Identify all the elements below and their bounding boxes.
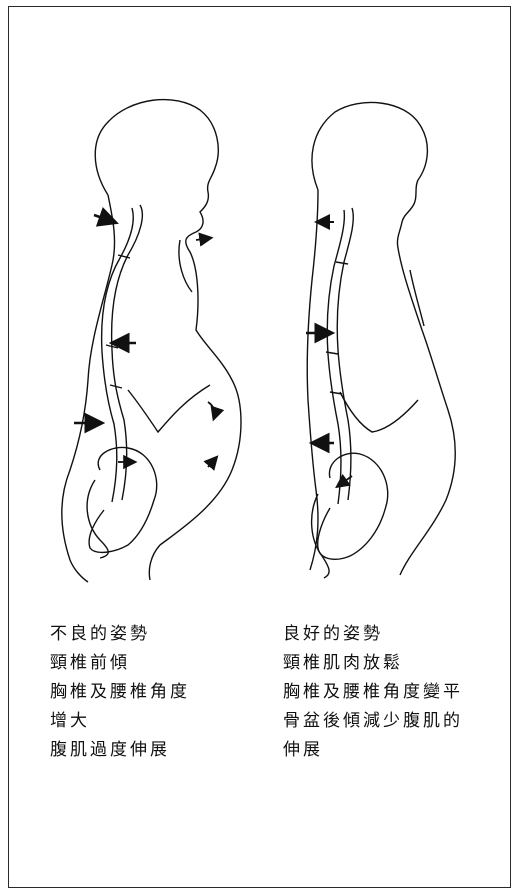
good-posture-caption-line-5: 伸展 <box>283 736 513 765</box>
poor-posture-caption: 不良的姿勢 頸椎前傾 胸椎及腰椎角度 增大 腹肌過度伸展 <box>50 620 280 765</box>
good-posture-caption: 良好的姿勢 頸椎肌肉放鬆 胸椎及腰椎角度變平 骨盆後傾減少腹肌的 伸展 <box>283 620 513 765</box>
poor-posture-ribcage-line <box>128 385 210 432</box>
poor-posture-caption-line-2: 頸椎前傾 <box>50 649 280 678</box>
poor-posture-spine-back <box>102 208 134 502</box>
arrow-abdomen-upper <box>208 402 215 418</box>
good-posture-caption-line-3: 胸椎及腰椎角度變平 <box>283 678 513 707</box>
arrow-chin <box>196 238 210 240</box>
poor-posture-caption-line-5: 腹肌過度伸展 <box>50 736 280 765</box>
good-posture-figure <box>307 102 455 578</box>
good-posture-pelvis <box>318 453 388 559</box>
arrow-abdomen-lower <box>208 458 216 467</box>
poor-posture-caption-line-1: 不良的姿勢 <box>50 620 280 649</box>
poor-posture-pelvis <box>89 447 157 552</box>
good-posture-caption-line-1: 良好的姿勢 <box>283 620 513 649</box>
good-posture-caption-line-4: 骨盆後傾減少腹肌的 <box>283 707 513 736</box>
good-posture-ribcage-line <box>340 392 418 432</box>
poor-posture-chest-line <box>179 240 192 292</box>
good-posture-caption-line-2: 頸椎肌肉放鬆 <box>283 649 513 678</box>
poor-posture-caption-line-4: 增大 <box>50 707 280 736</box>
poor-posture-figure <box>62 100 241 582</box>
poor-posture-caption-line-3: 胸椎及腰椎角度 <box>50 678 280 707</box>
posture-diagram-svg <box>0 0 520 600</box>
good-posture-body-outline <box>312 102 455 575</box>
poor-posture-arrows <box>74 215 216 467</box>
arrow-neck <box>94 215 114 222</box>
good-posture-arrows <box>306 222 352 486</box>
posture-illustration <box>0 0 520 600</box>
good-posture-femur <box>312 494 329 578</box>
poor-posture-body-outline <box>95 100 241 580</box>
